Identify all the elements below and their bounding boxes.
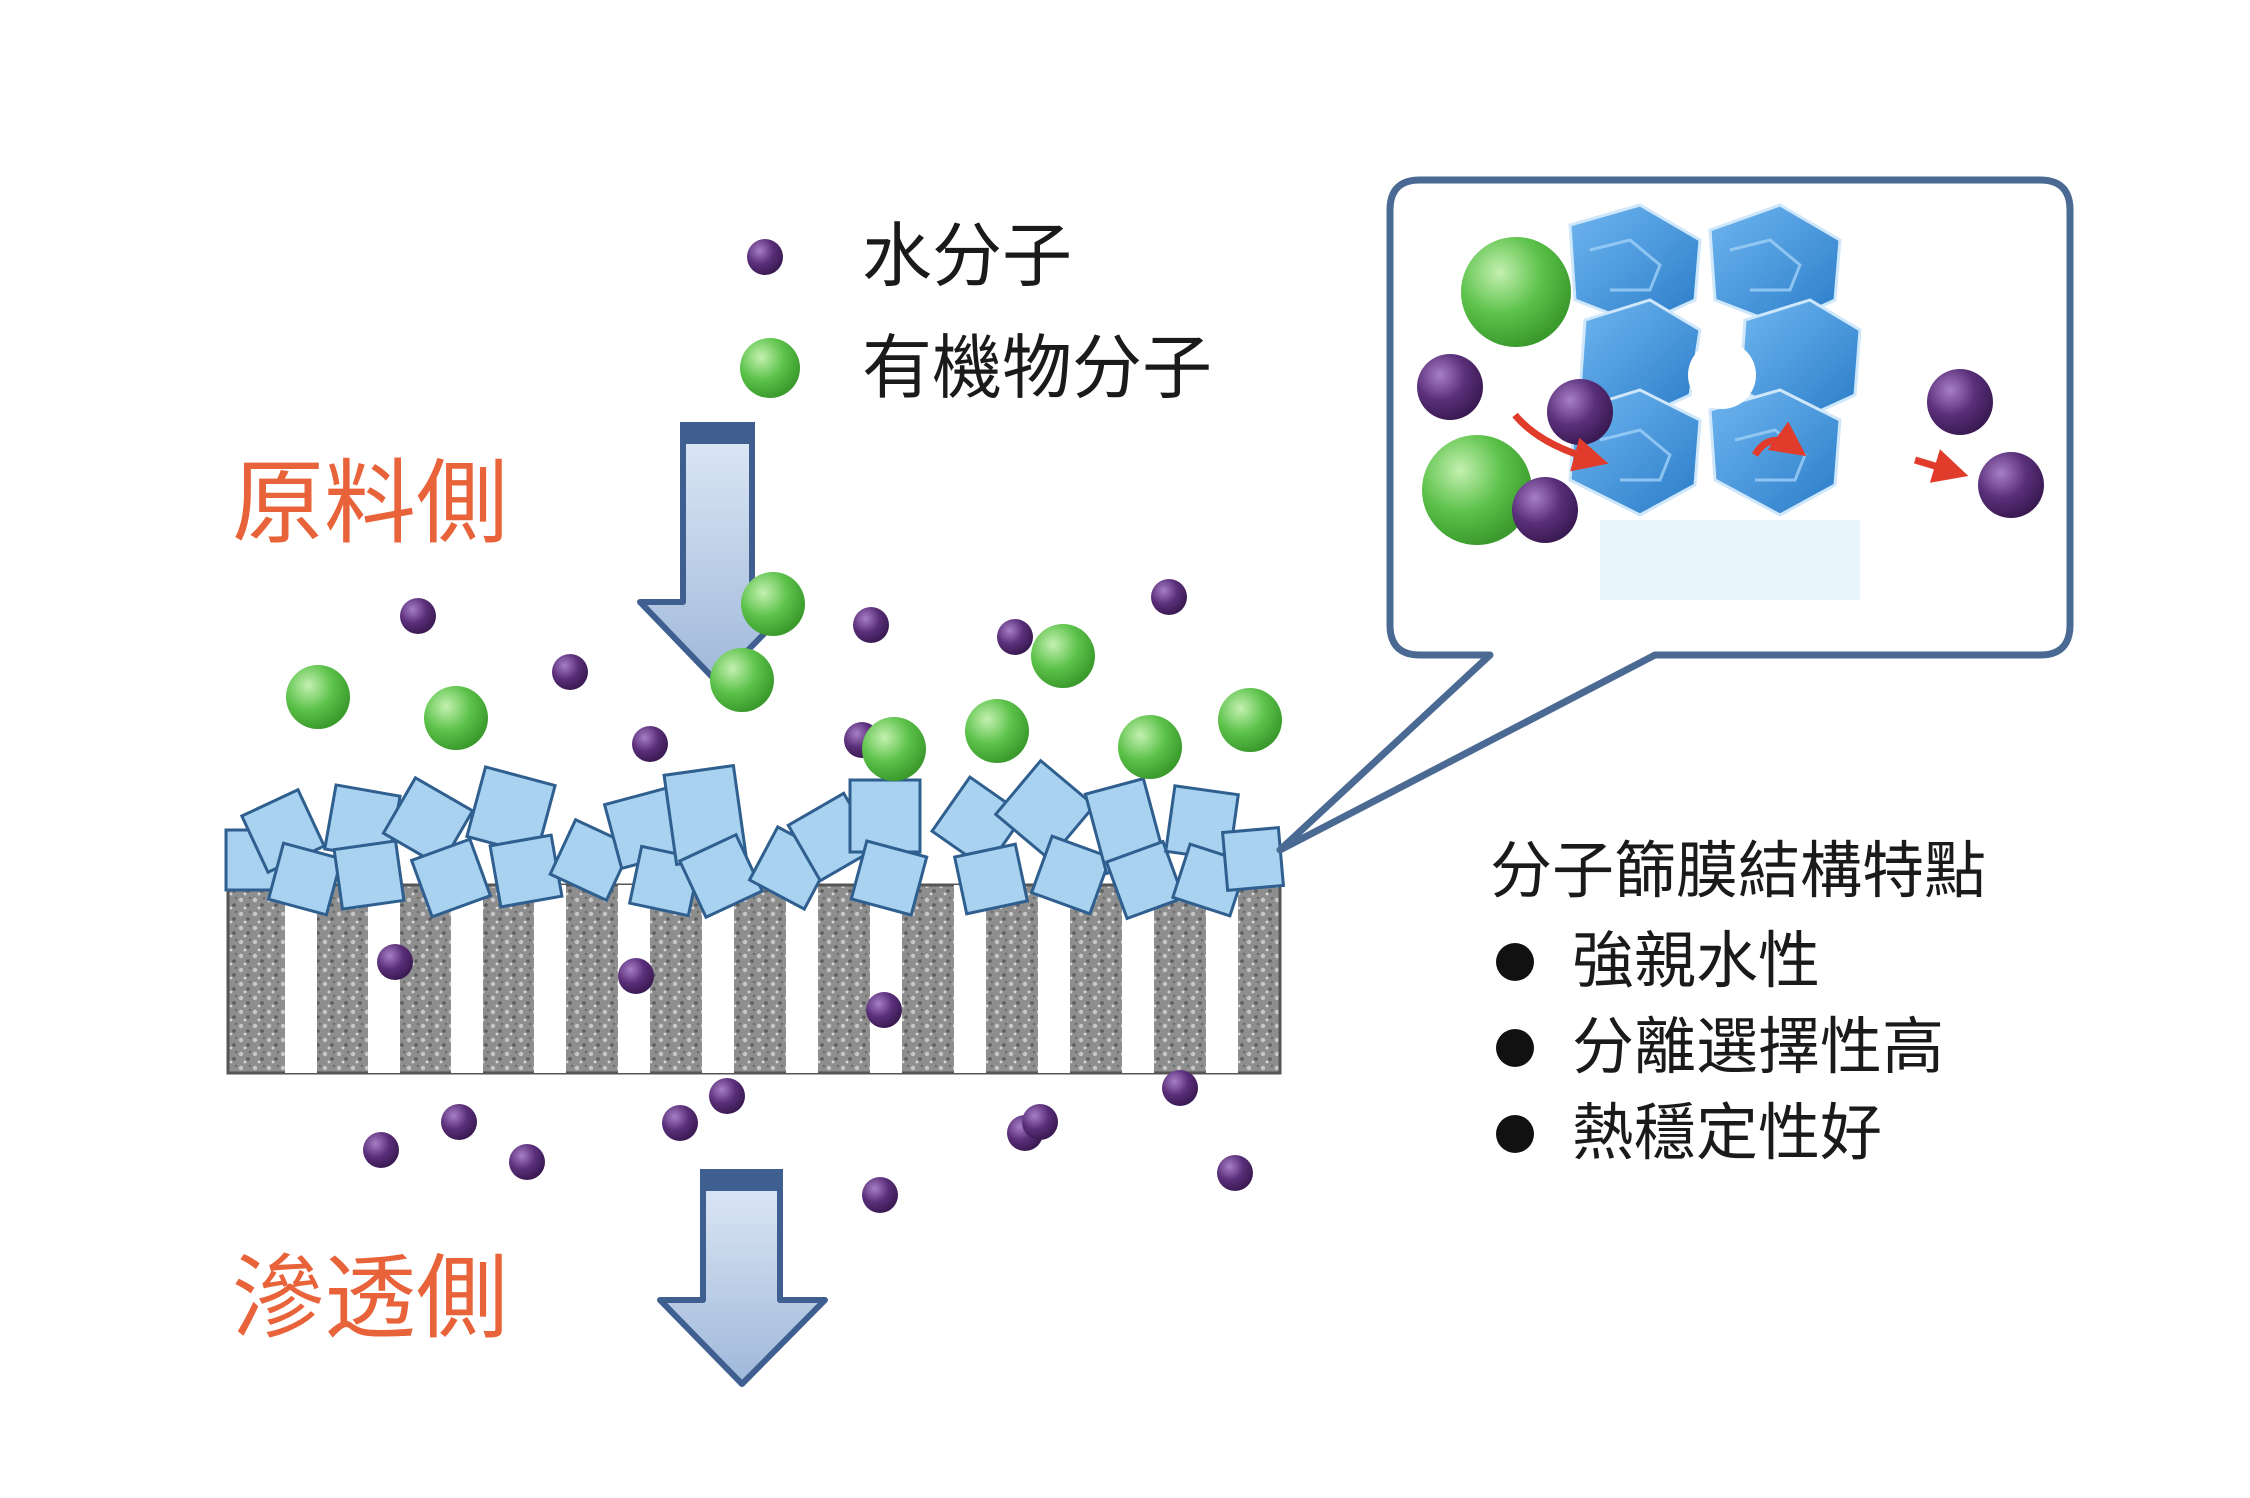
organic-molecule	[710, 648, 774, 712]
water-molecule	[1927, 369, 1993, 435]
flow-arrow-in	[1512, 412, 1609, 472]
water-molecule	[862, 1177, 898, 1213]
organic-molecule	[1118, 715, 1182, 779]
porous-support	[226, 883, 1282, 1075]
water-molecule	[1417, 354, 1483, 420]
water-legend-label: 水分子	[862, 215, 1072, 297]
zeolite-crystal-layer	[224, 758, 1286, 921]
feature-item: 分離選擇性高	[1572, 1010, 1944, 1083]
water-molecule	[1162, 1070, 1198, 1106]
water-molecule	[997, 619, 1033, 655]
water-molecule	[632, 726, 668, 762]
permeate-molecules	[363, 1070, 1253, 1213]
permeate-side-label: 滲透側	[232, 1245, 508, 1352]
bullet-icon	[1496, 1115, 1534, 1153]
water-molecule	[1978, 452, 2044, 518]
water-molecule	[1512, 477, 1578, 543]
feature-item: 強親水性	[1572, 924, 1820, 997]
bullet-icon	[1496, 943, 1534, 981]
water-molecule	[1022, 1104, 1058, 1140]
flow-arrow-out	[1913, 449, 1969, 483]
organic-legend-icon	[740, 338, 800, 398]
water-molecule	[1151, 579, 1187, 615]
water-molecule	[662, 1105, 698, 1141]
callout-bubble	[1276, 176, 2074, 854]
water-molecule	[377, 944, 413, 980]
organic-molecule	[1218, 688, 1282, 752]
feed-side-label: 原料側	[232, 450, 508, 557]
water-molecule	[866, 992, 902, 1028]
organic-molecule	[286, 665, 350, 729]
organic-molecule	[1461, 237, 1571, 347]
permeate-flow-arrow	[657, 1169, 828, 1387]
water-molecule	[1547, 379, 1613, 445]
water-molecule	[1217, 1155, 1253, 1191]
feed-flow-arrow	[637, 422, 798, 685]
organic-molecule	[965, 699, 1029, 763]
water-molecule	[363, 1132, 399, 1168]
support-molecules	[377, 944, 902, 1028]
water-molecule	[400, 598, 436, 634]
feed-molecules	[286, 572, 1282, 781]
organic-molecule	[1422, 435, 1532, 545]
organic-molecule	[1031, 624, 1095, 688]
water-molecule	[853, 607, 889, 643]
features-title: 分子篩膜結構特點	[1490, 834, 1986, 907]
organic-molecule	[862, 717, 926, 781]
organic-molecule	[741, 572, 805, 636]
zeolite-framework	[1568, 203, 1862, 600]
organic-molecule	[424, 686, 488, 750]
feature-item: 熱穩定性好	[1572, 1096, 1882, 1169]
flow-arrow-through	[1751, 421, 1807, 457]
bullet-icon	[1496, 1029, 1534, 1067]
water-molecule	[618, 958, 654, 994]
water-molecule	[441, 1104, 477, 1140]
water-molecule	[709, 1078, 745, 1114]
water-molecule	[552, 654, 588, 690]
water-molecule	[509, 1144, 545, 1180]
water-legend-icon	[747, 239, 783, 275]
organic-legend-label: 有機物分子	[862, 327, 1212, 409]
